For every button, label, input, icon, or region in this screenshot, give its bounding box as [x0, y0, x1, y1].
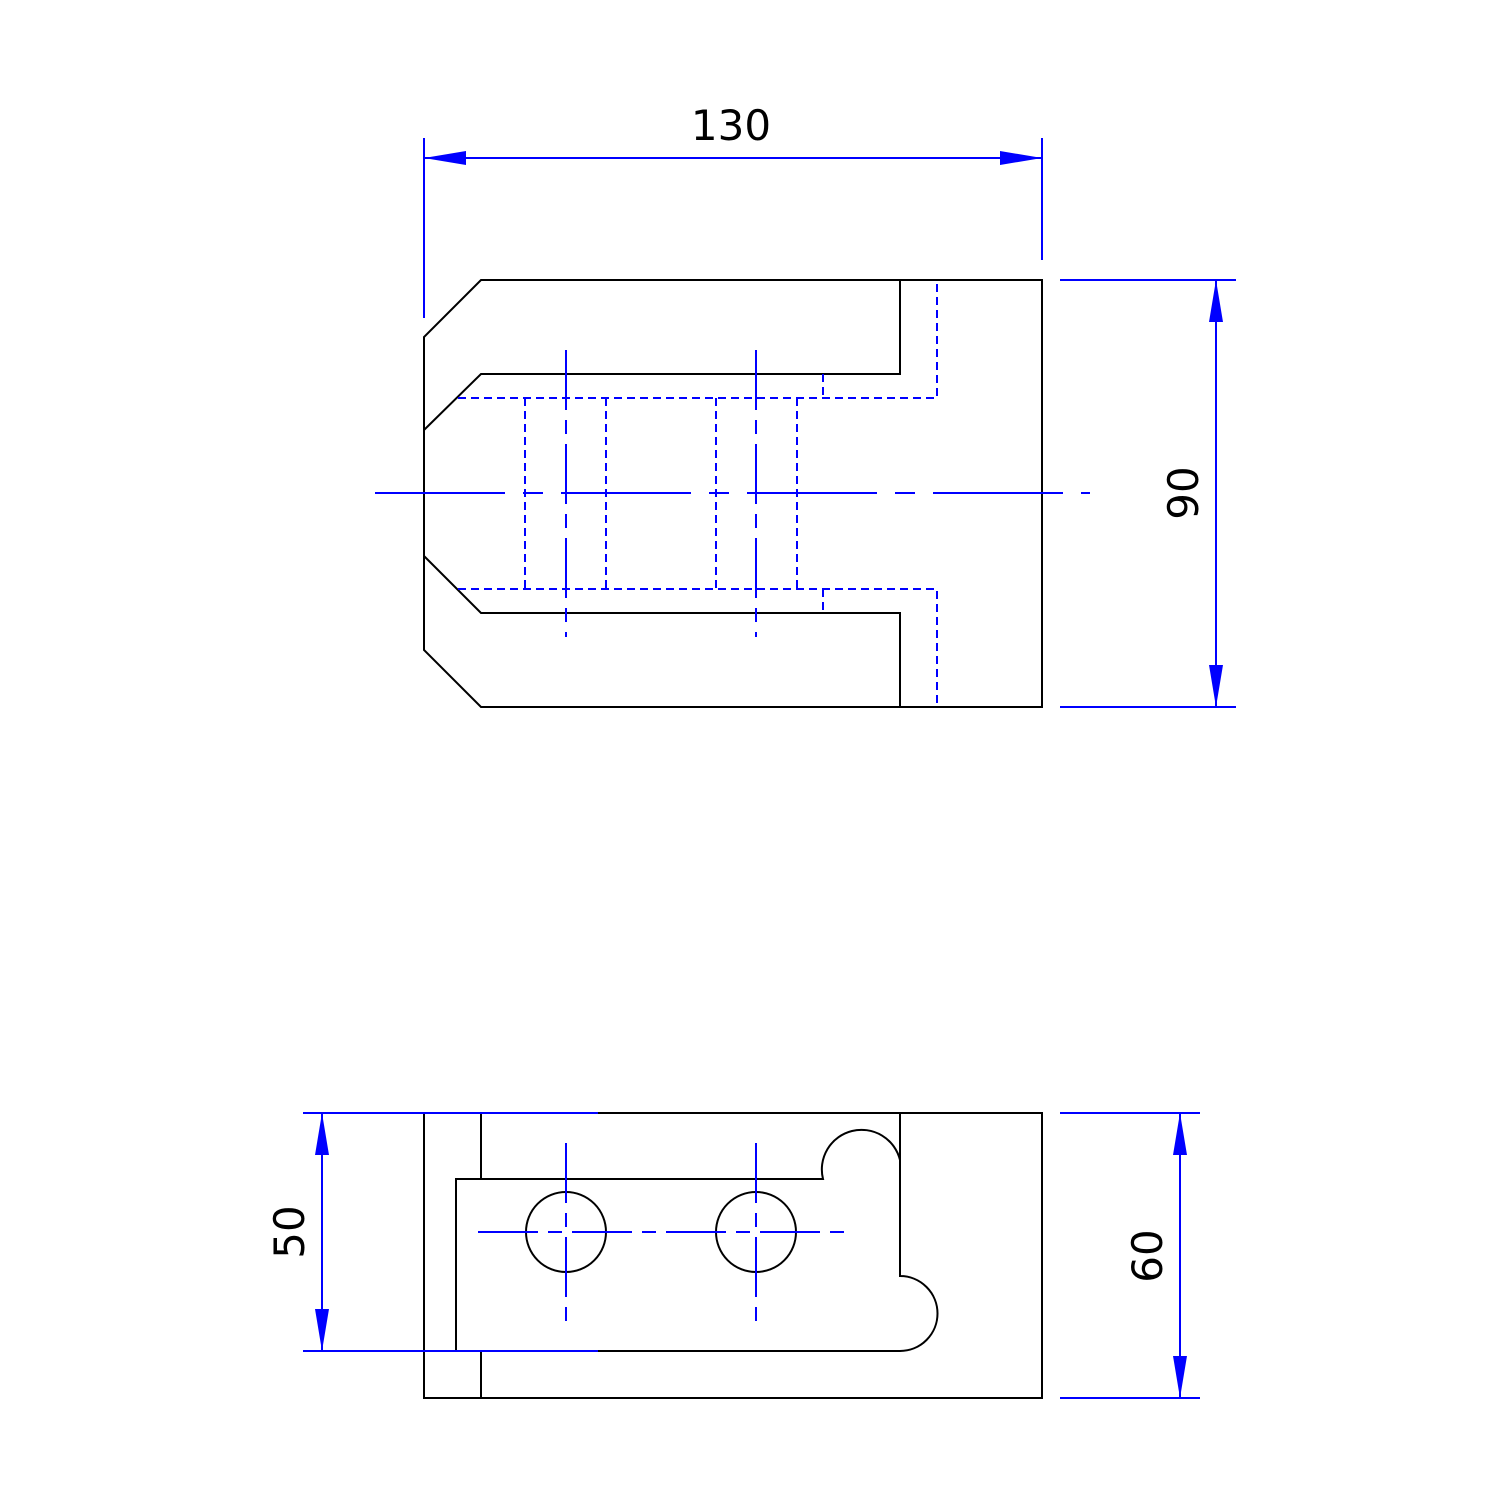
dim-90-arrow-bottom	[1209, 665, 1223, 707]
top-view-hidden-lower-edge	[458, 588, 938, 707]
front-view-jaw-contour	[455, 1128, 939, 1352]
dim-50-label: 50	[265, 1205, 314, 1258]
dimension-50: 50	[265, 1112, 598, 1352]
dim-50-arrow-top	[315, 1113, 329, 1155]
dim-130-label: 130	[691, 101, 771, 150]
dim-50-arrow-bottom	[315, 1309, 329, 1351]
top-view-hidden-upper-edge	[458, 280, 938, 399]
dim-60-arrow-bottom	[1173, 1356, 1187, 1398]
dimension-60: 60	[1060, 1112, 1200, 1399]
dim-130-arrow-right	[1000, 151, 1042, 165]
front-view: 50 60	[265, 1112, 1200, 1399]
dimension-90: 90	[1060, 279, 1236, 708]
dim-60-arrow-top	[1173, 1113, 1187, 1155]
dim-130-arrow-left	[424, 151, 466, 165]
top-view: 130 90	[375, 101, 1236, 708]
dim-90-label: 90	[1159, 466, 1208, 519]
top-view-upper-slot-edge	[423, 280, 901, 431]
dimension-130: 130	[423, 101, 1043, 318]
top-view-lower-slot-edge	[423, 555, 901, 707]
front-view-outer-outline	[423, 1112, 1043, 1399]
top-view-outer-outline	[423, 279, 1043, 708]
dim-90-arrow-top	[1209, 280, 1223, 322]
dim-60-label: 60	[1123, 1229, 1172, 1282]
